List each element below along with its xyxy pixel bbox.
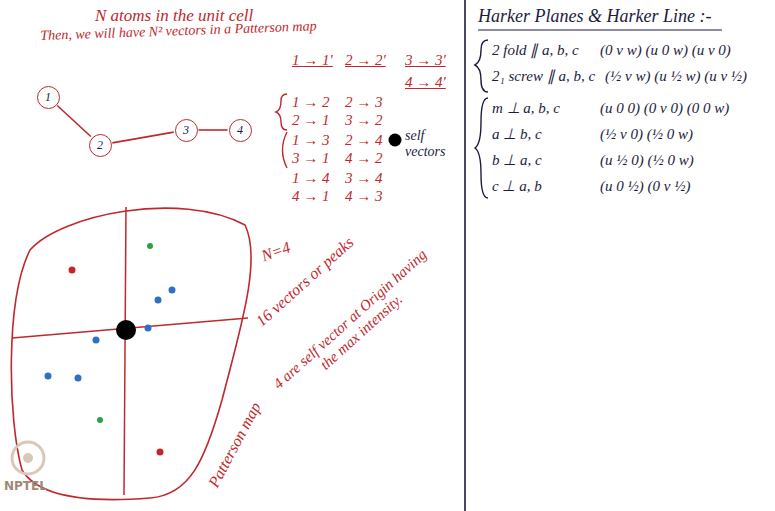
vector-pair: 3 → 1: [292, 150, 330, 167]
symmetry-element: a ⊥ b, c: [492, 126, 542, 143]
bond-stroke: [112, 132, 173, 143]
vector-pair: 2 → 1: [292, 112, 330, 129]
peak-dot: [93, 337, 100, 344]
symmetry-element: 2 fold ∥ a, b, c: [492, 42, 579, 59]
bracket: [276, 94, 287, 130]
heading: Harker Planes & Harker Line :-: [478, 6, 711, 27]
note-text: N=4: [259, 238, 293, 265]
peak-dot: [147, 243, 153, 249]
bond-stroke: [199, 129, 228, 131]
title-underline: [478, 29, 722, 30]
peak-dot: [69, 267, 76, 274]
atom-number: 3: [183, 123, 189, 138]
vector-pair: 2 → 3: [345, 94, 383, 111]
note-text: Then, we will have N² vectors in a Patte…: [40, 18, 317, 44]
vector-pair: 2 → 4: [345, 132, 383, 149]
bracket: [475, 98, 488, 198]
axis-line: [124, 207, 126, 495]
atom-number: 2: [97, 138, 103, 153]
atom-circle: 1: [37, 86, 60, 109]
origin-peak: [116, 320, 136, 340]
vector-pair: 4 → 3: [345, 188, 383, 205]
logo-wheel: [12, 442, 44, 474]
watermark: NPTEL: [4, 480, 47, 494]
peak-dot: [75, 375, 82, 382]
vector-pair: 2 → 2′: [345, 52, 386, 69]
harker-coordinates: (0 v w) (u 0 w) (u v 0): [600, 42, 731, 59]
peak-dot: [169, 287, 176, 294]
legend-note: self vectors: [405, 128, 460, 160]
bracket: [283, 132, 288, 168]
peak-dot: [157, 449, 164, 456]
symmetry-element: m ⊥ a, b, c: [492, 100, 560, 117]
harker-coordinates: (½ v w) (u ½ w) (u v ½): [605, 68, 747, 85]
atom-number: 1: [45, 90, 51, 105]
peak-dot: [45, 373, 52, 380]
atom-circle: 4: [229, 119, 252, 142]
vector-pair: 4 → 4′: [405, 74, 446, 91]
self-vector-dot: [389, 134, 402, 147]
harker-coordinates: (½ v 0) (½ 0 w): [600, 126, 693, 143]
vector-pair: 4 → 2: [345, 150, 383, 167]
bond-line: [199, 130, 228, 131]
bond-line: [57, 105, 91, 136]
atom-number: 4: [237, 123, 243, 138]
symmetry-element: 2₁ screw ∥ a, b, c: [492, 68, 595, 85]
harker-coordinates: (u 0 ½) (0 v ½): [600, 178, 690, 195]
map-label: Patterson map: [205, 399, 265, 490]
harker-coordinates: (u ½ 0) (½ 0 w): [600, 152, 694, 169]
vector-pair: 1 → 3: [292, 132, 330, 149]
logo-wheel: [23, 453, 33, 463]
note-text: 4 are self vector at Origin having the m…: [266, 243, 445, 409]
bond-stroke: [57, 105, 91, 136]
vector-pair: 3 → 3′: [405, 52, 446, 69]
bond-line: [112, 132, 173, 143]
peak-dot: [145, 325, 152, 332]
vector-pair: 3 → 4: [345, 170, 383, 187]
vector-pair: 3 → 2: [345, 112, 383, 129]
bracket: [475, 40, 488, 92]
symmetry-element: b ⊥ a, c: [492, 152, 542, 169]
peak-dot: [155, 297, 162, 304]
harker-coordinates: (u 0 0) (0 v 0) (0 0 w): [600, 100, 729, 117]
peak-dot: [97, 417, 103, 423]
vector-pair: 1 → 4: [292, 170, 330, 187]
vector-pair: 4 → 1: [292, 188, 330, 205]
symmetry-element: c ⊥ a, b: [492, 178, 542, 195]
divider-line: [464, 0, 466, 511]
vector-pair: 1 → 2: [292, 94, 330, 111]
patterson-map-outline: [11, 208, 251, 499]
atom-circle: 3: [175, 119, 198, 142]
atom-circle: 2: [89, 134, 112, 157]
vector-pair: 1 → 1′: [292, 52, 333, 69]
